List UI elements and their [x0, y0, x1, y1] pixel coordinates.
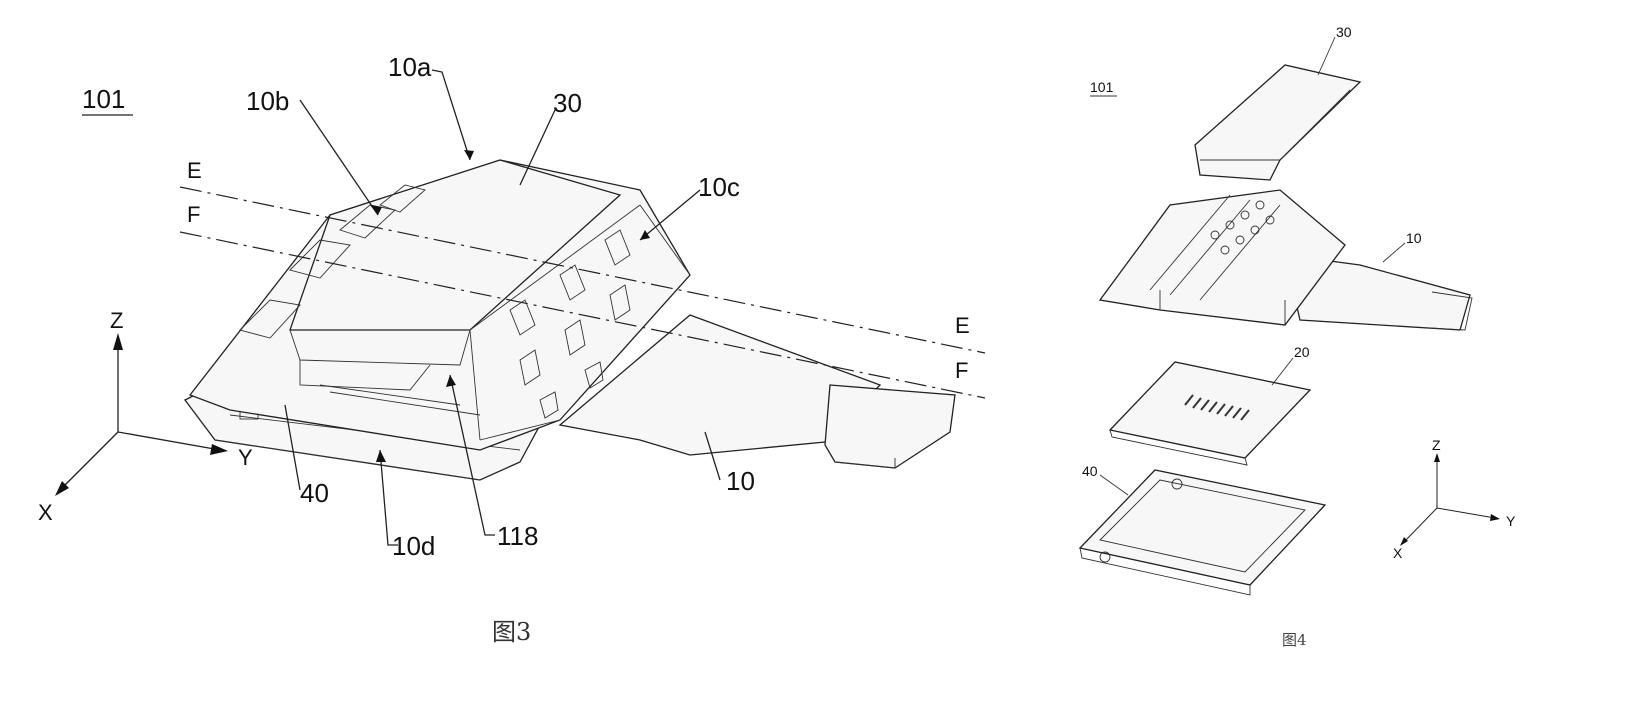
fig4-axis-y-label: Y [1506, 513, 1516, 529]
cover-edges [289, 204, 641, 366]
figure-4: 101 30 10 20 [1078, 24, 1516, 649]
section-line-e [179, 186, 986, 354]
axis-z-arrow [113, 333, 123, 350]
label-30: 30 [553, 88, 582, 118]
section-label-f-left: F [187, 202, 200, 227]
fig4-label-40: 40 [1082, 463, 1098, 479]
inner-rails [319, 384, 481, 416]
fig4-leader-20 [1271, 357, 1294, 386]
fig4-housing-details [1149, 194, 1286, 325]
label-118: 118 [497, 521, 538, 551]
label-10c: 10c [698, 172, 740, 202]
cable-connector-end [824, 384, 956, 469]
section-label-f-right: F [955, 358, 968, 383]
section-line-f [179, 231, 986, 399]
side-wall-slots [509, 229, 631, 419]
fig4-cover-edge [1200, 89, 1351, 161]
axis-z-label: Z [110, 308, 123, 333]
fig4-chip-pins [1184, 394, 1250, 421]
connector-edge [834, 458, 896, 469]
label-10: 10 [726, 466, 755, 496]
fig4-housing-holes [1210, 200, 1275, 255]
fig4-tray-hole-top [1171, 478, 1183, 490]
figure-3: 101 [38, 52, 986, 646]
section-label-e-right: E [955, 313, 970, 338]
fig3-ref-label: 101 [82, 84, 125, 114]
axis-x-label: X [38, 500, 53, 525]
axis-y-label: Y [238, 445, 253, 470]
fig3-leader-lines [284, 69, 721, 546]
fig4-tray-hole-left [1099, 551, 1111, 563]
fig4-leader-40 [1099, 474, 1129, 496]
fig4-board-edge [1109, 429, 1248, 466]
fig4-tray-edge [1079, 547, 1251, 596]
label-40: 40 [300, 478, 329, 508]
fig4-axis-z-label: Z [1432, 437, 1441, 453]
fig4-label-10: 10 [1406, 230, 1422, 246]
label-10d: 10d [392, 531, 435, 561]
fig4-leader-30 [1317, 36, 1336, 76]
label-10b: 10b [246, 86, 289, 116]
fig4-label-30: 30 [1336, 24, 1352, 40]
figure-4-caption: 图4 [1282, 631, 1307, 649]
left-wall-cutouts [239, 184, 426, 339]
fig3-leader-arrowheads [370, 150, 650, 462]
fig4-leader-10 [1382, 242, 1406, 263]
fig4-axes [1400, 453, 1500, 546]
fig4-tray-inner [1099, 479, 1306, 573]
figure-3-caption: 图3 [492, 618, 531, 646]
fig4-connector-end [1429, 291, 1473, 331]
label-10a: 10a [388, 52, 432, 82]
axis-x-arrow [55, 481, 69, 496]
fig4-top-cover [1194, 64, 1362, 181]
fig4-label-20: 20 [1294, 344, 1310, 360]
section-label-e-left: E [187, 158, 202, 183]
fig3-axes [55, 333, 228, 496]
fig4-ref-label: 101 [1090, 79, 1114, 95]
fig4-axis-x-label: X [1393, 545, 1403, 561]
axis-y-arrow [210, 444, 228, 455]
inner-opening [299, 360, 431, 391]
side-wall-edges [469, 204, 691, 441]
